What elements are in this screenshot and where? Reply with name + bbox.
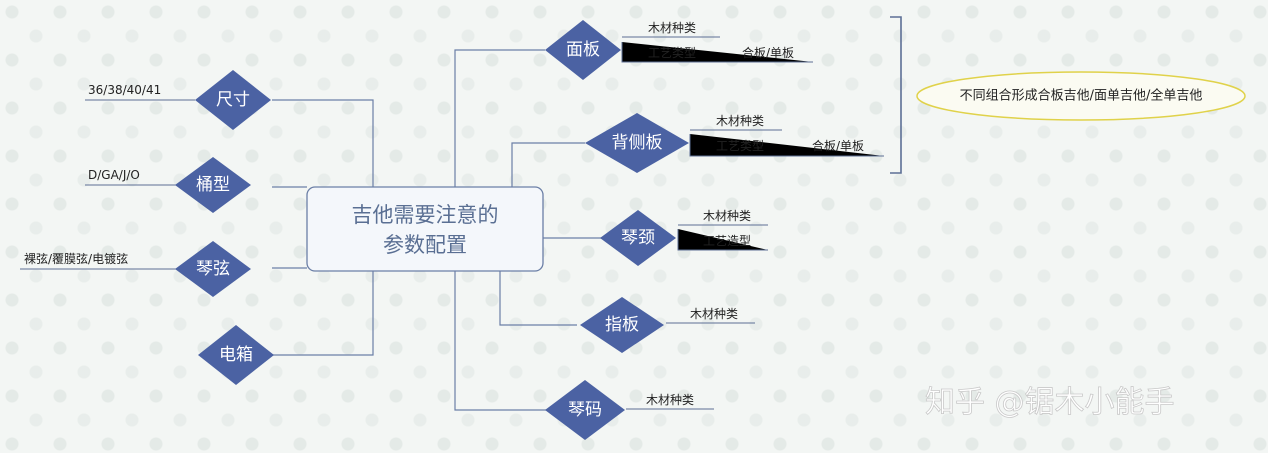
group-bracket	[890, 16, 902, 174]
neck-sub2: 工艺造型	[703, 234, 751, 248]
node-fingerboard[interactable]: 指板	[580, 297, 664, 353]
node-neck[interactable]: 琴颈	[600, 210, 676, 266]
left-connectors	[272, 99, 374, 356]
central-node[interactable]: 吉他需要注意的 参数配置	[306, 186, 544, 272]
strings-detail: 裸弦/覆膜弦/电镀弦	[24, 251, 128, 266]
node-size[interactable]: 尺寸	[195, 70, 271, 130]
node-strings-label: 琴弦	[196, 259, 230, 279]
node-top-label: 面板	[566, 40, 600, 60]
back-side-sub2: 工艺类型	[716, 139, 764, 153]
node-size-label: 尺寸	[216, 90, 250, 110]
node-bridge-label: 琴码	[568, 400, 602, 420]
top-sub2: 工艺类型	[648, 46, 696, 60]
fingerboard-sub1: 木材种类	[690, 307, 738, 321]
node-back-side[interactable]: 背侧板	[585, 113, 689, 173]
central-title-line2: 参数配置	[383, 233, 467, 257]
node-strings[interactable]: 琴弦	[175, 241, 251, 297]
node-body-shape[interactable]: 桶型	[175, 157, 251, 213]
top-sub1: 木材种类	[648, 21, 696, 35]
node-fingerboard-label: 指板	[605, 315, 639, 335]
node-back-side-label: 背侧板	[612, 133, 663, 153]
central-title-line1: 吉他需要注意的	[352, 203, 499, 227]
node-pickup-label: 电箱	[219, 345, 253, 365]
body-shape-detail: D/GA/J/O	[88, 168, 140, 182]
neck-sub1: 木材种类	[703, 209, 751, 223]
node-pickup[interactable]: 电箱	[198, 325, 274, 385]
node-neck-label: 琴颈	[621, 228, 655, 248]
left-detail-lines	[20, 99, 195, 270]
node-bridge[interactable]: 琴码	[545, 380, 625, 440]
right-detail-lines	[621, 36, 884, 410]
back-side-sub2-value: 合板/单板	[812, 138, 864, 153]
size-detail: 36/38/40/41	[88, 83, 161, 97]
top-sub2-value: 合板/单板	[742, 45, 794, 60]
note-text: 不同组合形成合板吉他/面单吉他/全单吉他	[960, 88, 1203, 104]
back-side-sub1: 木材种类	[716, 114, 764, 128]
node-body-shape-label: 桶型	[196, 175, 230, 195]
node-top[interactable]: 面板	[545, 20, 621, 80]
right-connectors	[454, 49, 602, 411]
watermark: 知乎 @锯木小能手	[925, 385, 1175, 420]
note-callout[interactable]: 不同组合形成合板吉他/面单吉他/全单吉他	[916, 71, 1246, 121]
bridge-sub1: 木材种类	[646, 393, 694, 407]
